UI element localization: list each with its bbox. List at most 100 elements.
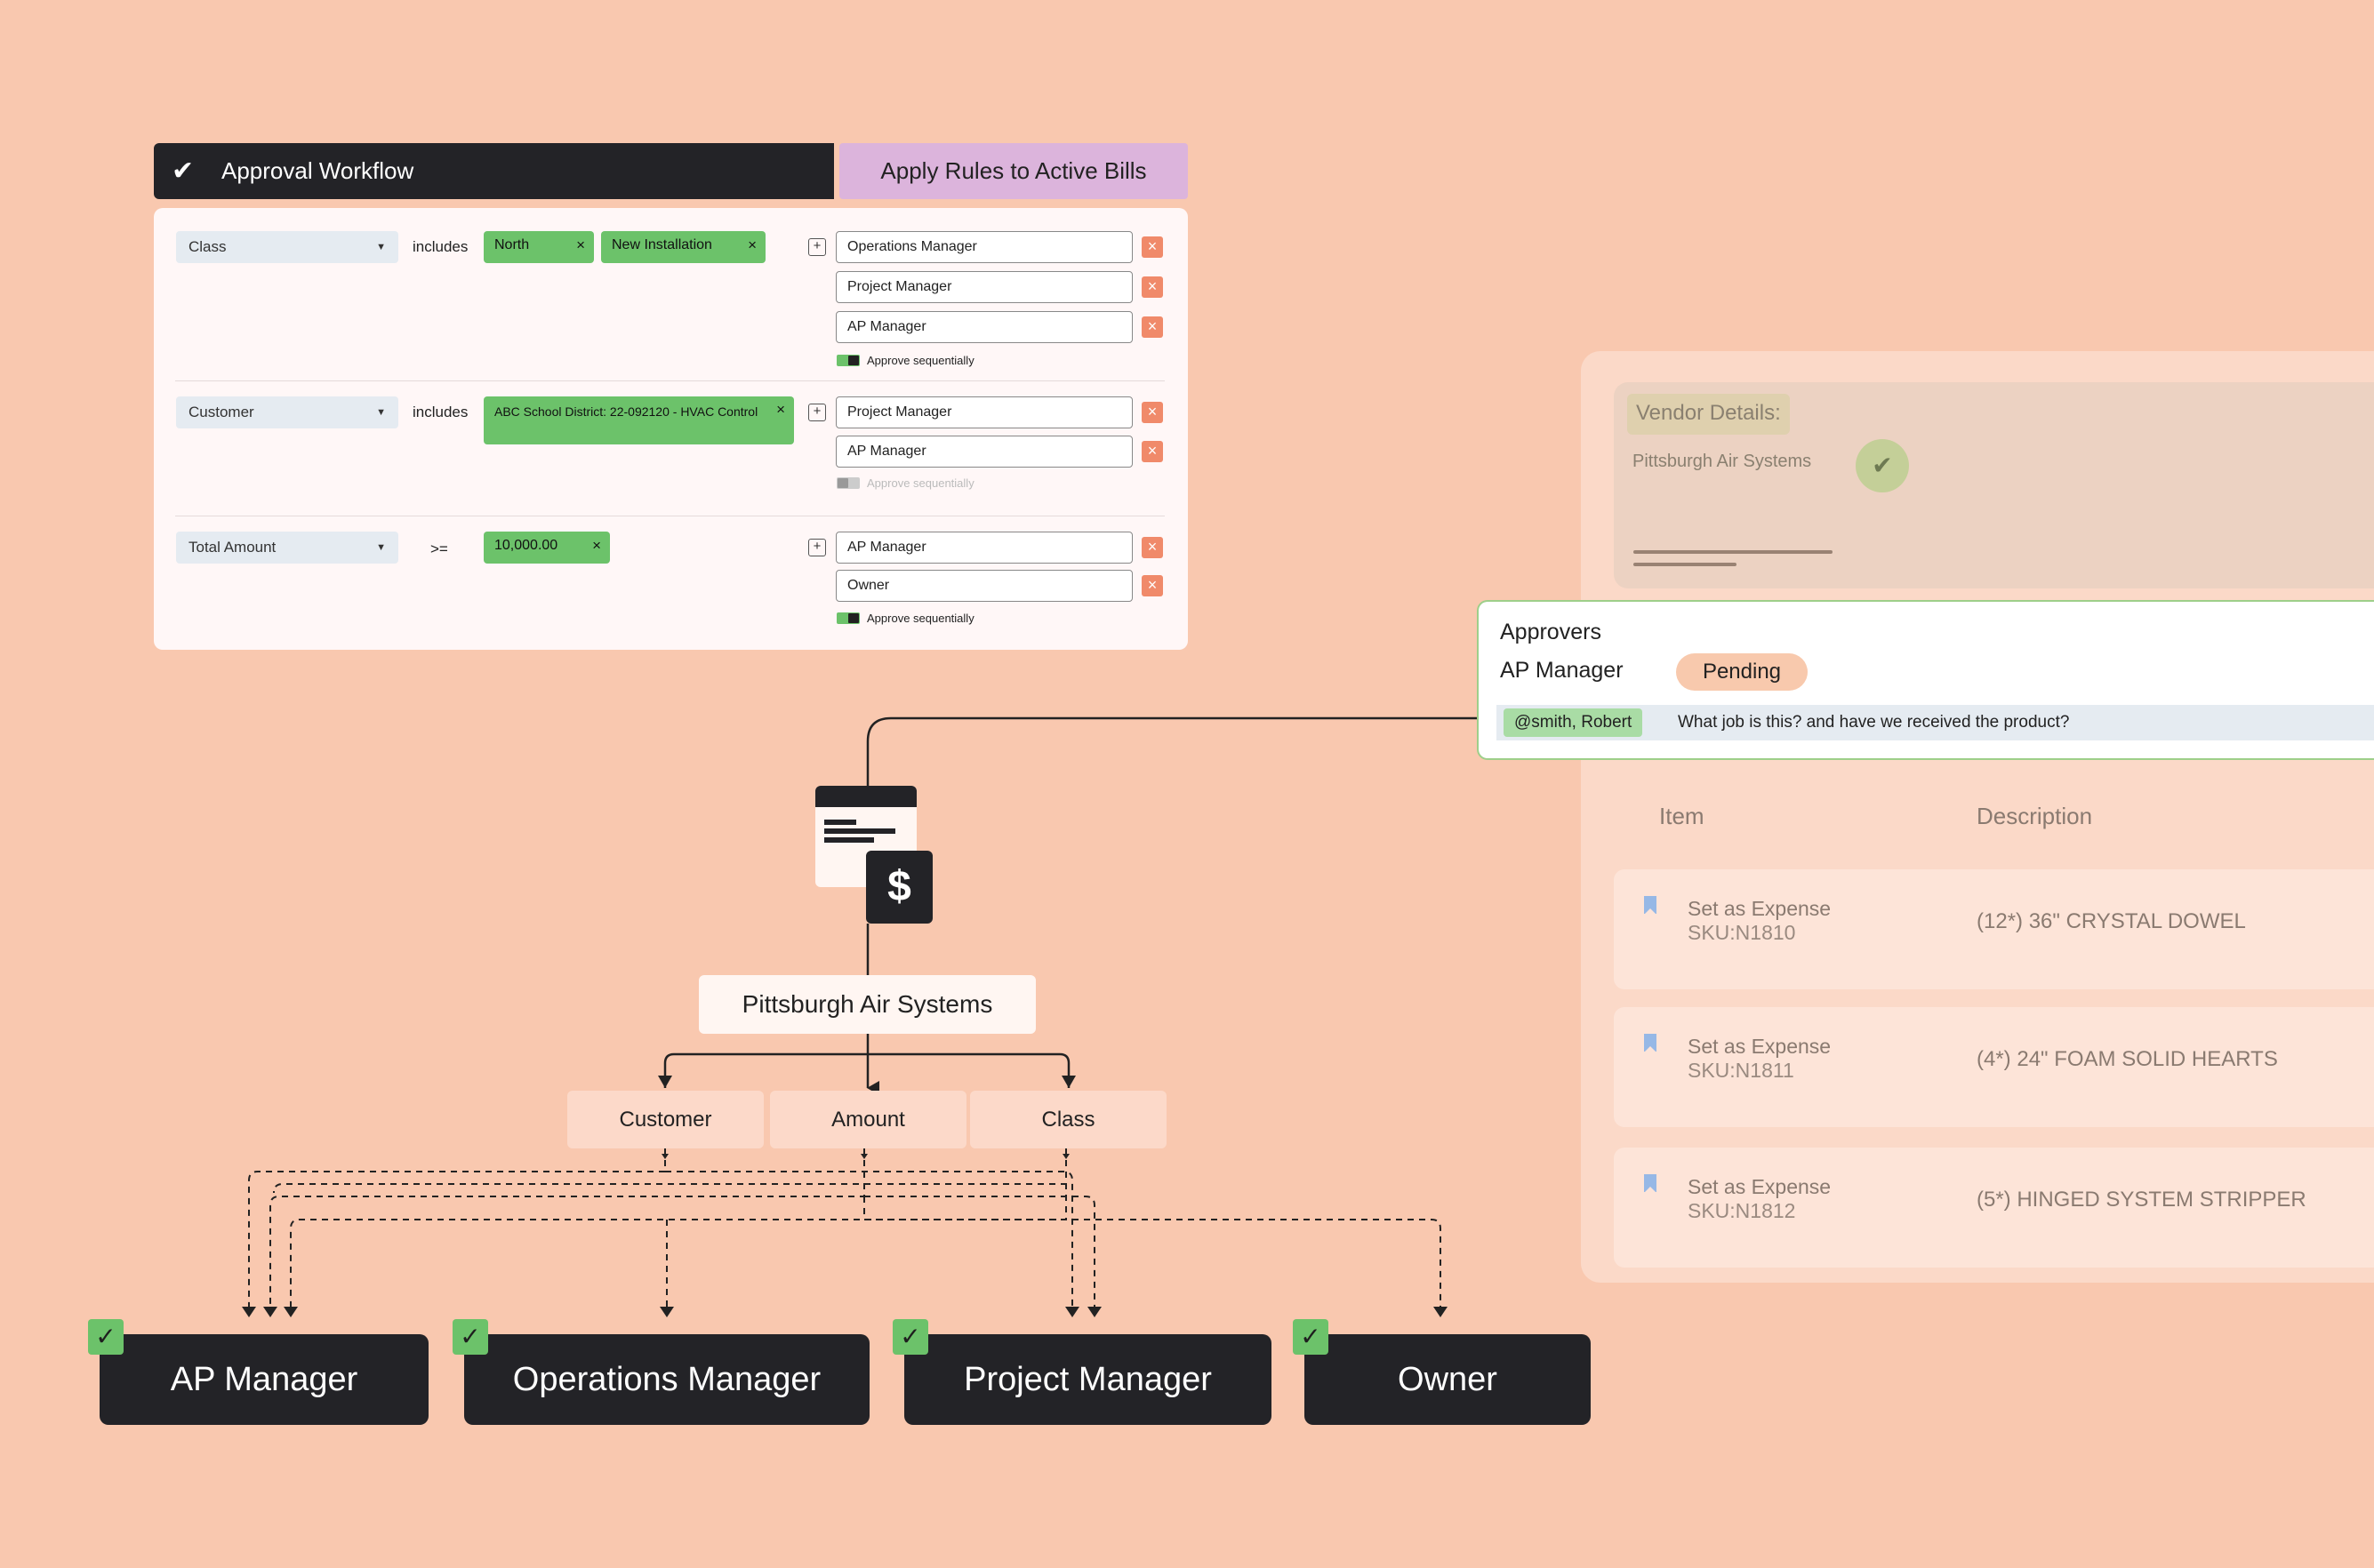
check-icon: ✓ bbox=[893, 1319, 928, 1355]
arrow-head bbox=[1087, 1307, 1102, 1317]
arrow-head bbox=[1063, 1154, 1070, 1159]
approver-field[interactable]: Project Manager bbox=[836, 396, 1133, 428]
value-tag-label: 10,000.00 bbox=[494, 538, 558, 553]
approver-field[interactable]: AP Manager bbox=[836, 311, 1133, 343]
vendor-name: Pittsburgh Air Systems bbox=[1632, 452, 1812, 471]
approver-field[interactable]: AP Manager bbox=[836, 436, 1133, 468]
approvers-title: Approvers bbox=[1500, 620, 1601, 644]
value-tag: North × bbox=[484, 231, 594, 263]
role-node-operations-manager: Operations Manager bbox=[464, 1334, 870, 1425]
dashed-connector bbox=[273, 1148, 1067, 1194]
operator-label: includes bbox=[413, 238, 469, 255]
check-icon: ✓ bbox=[453, 1319, 488, 1355]
row-item: Set as Expense bbox=[1688, 897, 1832, 920]
row-item: Set as Expense bbox=[1688, 1175, 1832, 1198]
close-icon[interactable]: × bbox=[592, 537, 601, 554]
arrow-head bbox=[263, 1307, 277, 1317]
arrow-head bbox=[1065, 1307, 1079, 1317]
rule-row: Customer ▼ includes ABC School District:… bbox=[154, 380, 1188, 514]
table-row[interactable]: Set as Expense SKU:N1811 (4*) 24" FOAM S… bbox=[1614, 1007, 2374, 1127]
bookmark-icon[interactable] bbox=[1644, 1174, 1656, 1193]
field-select[interactable]: Customer ▼ bbox=[176, 396, 398, 428]
caret-down-icon: ▼ bbox=[376, 242, 386, 252]
vendor-details-title: Vendor Details: bbox=[1627, 394, 1790, 435]
bill-line bbox=[824, 820, 856, 825]
category-node-class: Class bbox=[970, 1091, 1167, 1148]
category-node-amount: Amount bbox=[770, 1091, 966, 1148]
plus-icon[interactable]: + bbox=[808, 539, 826, 556]
bill-line bbox=[824, 837, 874, 843]
rule-row: Total Amount ▼ >= 10,000.00 × + AP Manag… bbox=[154, 516, 1188, 649]
close-icon[interactable]: × bbox=[1142, 441, 1163, 462]
approver-role: AP Manager bbox=[1500, 658, 1624, 683]
table-row[interactable]: Set as Expense SKU:N1810 (12*) 36" CRYST… bbox=[1614, 869, 2374, 989]
approve-sequentially-toggle[interactable]: Approve sequentially bbox=[837, 354, 974, 367]
dashed-connector bbox=[863, 1196, 1441, 1312]
apply-rules-button[interactable]: Apply Rules to Active Bills bbox=[839, 143, 1188, 199]
close-icon[interactable]: × bbox=[1142, 575, 1163, 596]
check-icon: ✔ bbox=[172, 156, 195, 186]
mention-tag[interactable]: @smith, Robert bbox=[1504, 708, 1643, 737]
value-tag: 10,000.00 × bbox=[484, 532, 610, 564]
dashed-connector bbox=[864, 1196, 1095, 1312]
rules-panel: Class ▼ includes North × New Installatio… bbox=[154, 208, 1188, 650]
plus-icon[interactable]: + bbox=[808, 404, 826, 421]
row-item: Set as Expense bbox=[1688, 1035, 1832, 1058]
field-select[interactable]: Class ▼ bbox=[176, 231, 398, 263]
close-icon[interactable]: × bbox=[1142, 537, 1163, 558]
field-select[interactable]: Total Amount ▼ bbox=[176, 532, 398, 564]
workflow-header: ✔ Approval Workflow bbox=[154, 143, 834, 199]
approve-sequentially-toggle[interactable]: Approve sequentially bbox=[837, 612, 974, 625]
row-description: (4*) 24" FOAM SOLID HEARTS bbox=[1977, 1047, 2278, 1071]
close-icon[interactable]: × bbox=[1142, 402, 1163, 423]
dollar-icon: $ bbox=[866, 851, 933, 924]
arrow-head bbox=[1433, 1307, 1448, 1317]
close-icon[interactable]: × bbox=[576, 236, 585, 253]
close-icon[interactable]: × bbox=[1142, 316, 1163, 338]
toggle-switch[interactable] bbox=[837, 477, 860, 489]
dashed-connector bbox=[290, 1148, 1067, 1312]
vendor-node: Pittsburgh Air Systems bbox=[699, 975, 1036, 1034]
arrow-head bbox=[1062, 1076, 1076, 1088]
approve-sequentially-toggle[interactable]: Approve sequentially bbox=[837, 476, 974, 490]
toggle-label: Approve sequentially bbox=[867, 354, 974, 367]
value-tag: New Installation × bbox=[601, 231, 766, 263]
approver-field[interactable]: AP Manager bbox=[836, 532, 1133, 564]
row-sku: SKU:N1812 bbox=[1688, 1199, 1796, 1222]
arrow-head bbox=[662, 1154, 669, 1159]
arrow-head bbox=[658, 1076, 672, 1088]
arrow-head bbox=[242, 1307, 256, 1317]
connector-line bbox=[663, 1052, 1071, 1088]
dashed-connector bbox=[269, 1148, 865, 1312]
field-select-value: Class bbox=[188, 238, 227, 255]
close-icon[interactable]: × bbox=[748, 236, 757, 253]
bookmark-icon[interactable] bbox=[1644, 1034, 1656, 1052]
close-icon[interactable]: × bbox=[1142, 236, 1163, 258]
plus-icon[interactable]: + bbox=[808, 238, 826, 256]
bill-line bbox=[824, 828, 895, 834]
toggle-label: Approve sequentially bbox=[867, 612, 974, 625]
operator-label: >= bbox=[430, 540, 448, 557]
category-node-customer: Customer bbox=[567, 1091, 764, 1148]
operator-label: includes bbox=[413, 404, 469, 420]
table-row[interactable]: Set as Expense SKU:N1812 (5*) HINGED SYS… bbox=[1614, 1148, 2374, 1268]
toggle-switch[interactable] bbox=[837, 612, 860, 624]
table-header-description: Description bbox=[1977, 803, 2093, 829]
approver-field[interactable]: Owner bbox=[836, 570, 1133, 602]
approver-field[interactable]: Operations Manager bbox=[836, 231, 1133, 263]
status-badge: Pending bbox=[1676, 653, 1808, 691]
placeholder-line bbox=[1633, 550, 1833, 554]
close-icon[interactable]: × bbox=[1142, 276, 1163, 298]
approvers-box: Approvers AP Manager Pending @smith, Rob… bbox=[1477, 600, 2374, 760]
divider bbox=[175, 380, 1165, 381]
close-icon[interactable]: × bbox=[776, 401, 785, 418]
bookmark-icon[interactable] bbox=[1644, 896, 1656, 915]
toggle-label: Approve sequentially bbox=[867, 476, 974, 490]
approver-field[interactable]: Project Manager bbox=[836, 271, 1133, 303]
field-select-value: Total Amount bbox=[188, 539, 277, 556]
row-description: (5*) HINGED SYSTEM STRIPPER bbox=[1977, 1188, 2306, 1212]
toggle-switch[interactable] bbox=[837, 355, 860, 366]
value-tag-label: North bbox=[494, 237, 530, 252]
workflow-title: Approval Workflow bbox=[221, 157, 414, 184]
